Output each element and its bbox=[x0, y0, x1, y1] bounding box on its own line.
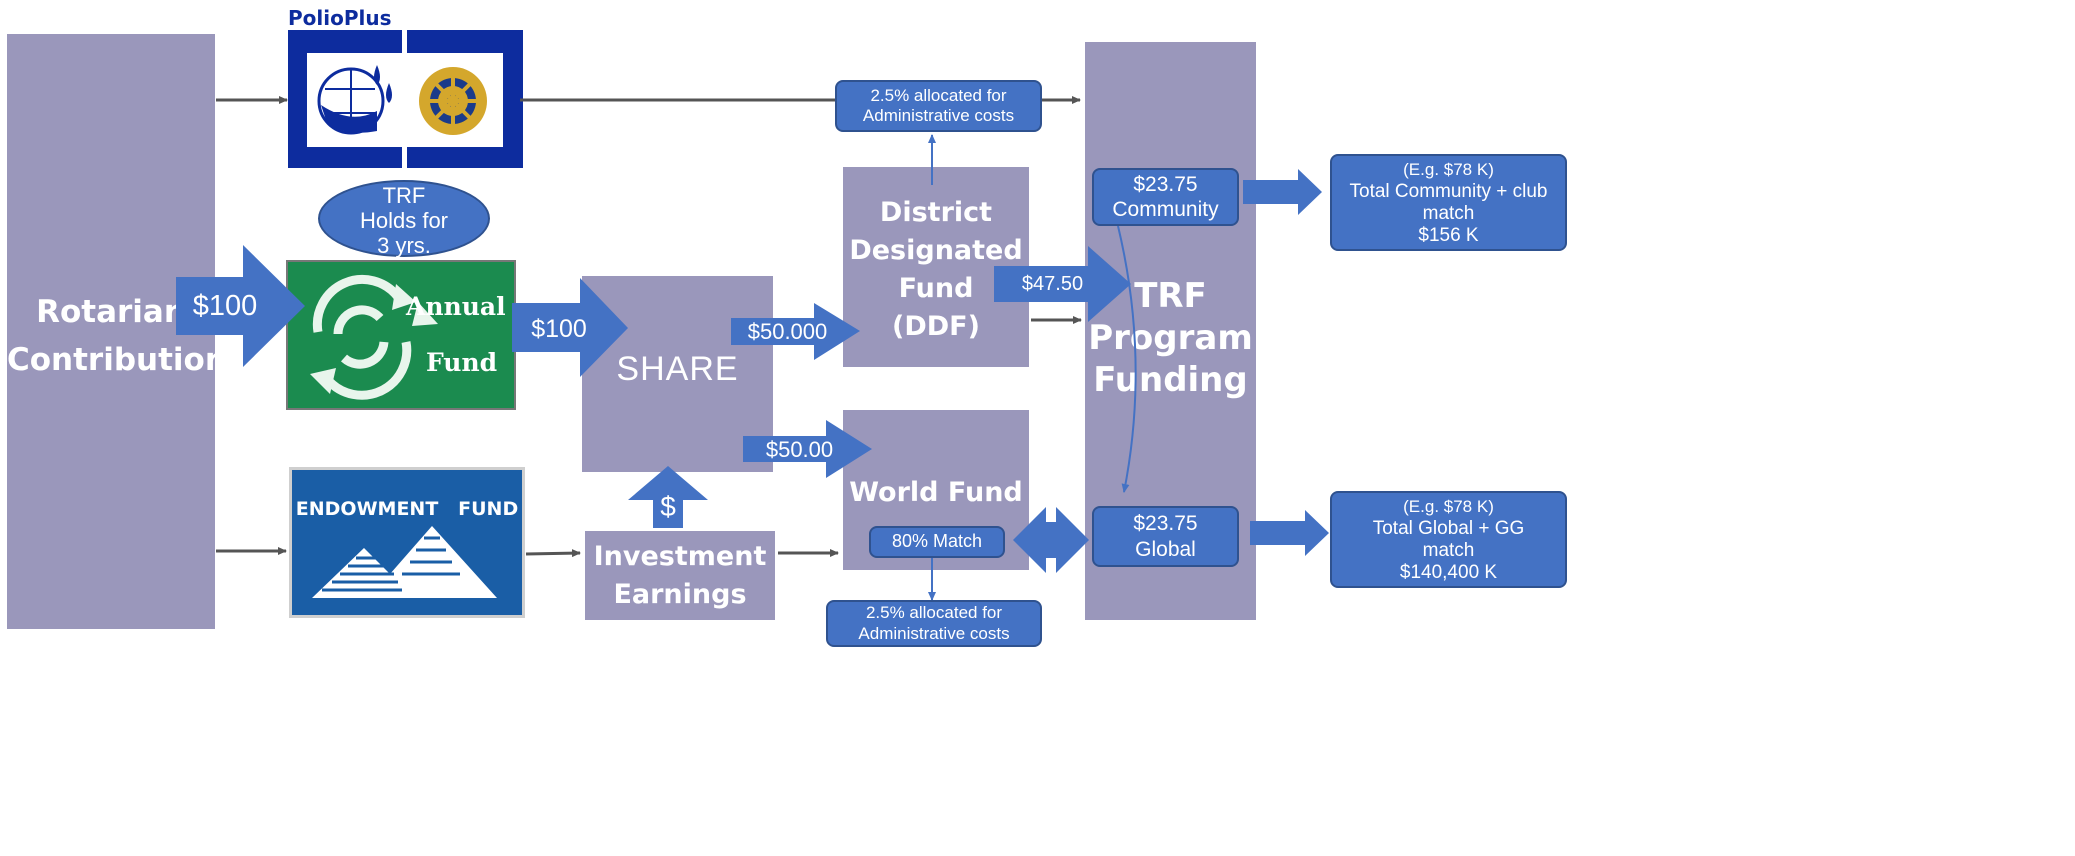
admin-bottom-line1: 2.5% allocated for bbox=[865, 603, 1003, 623]
arrow-investment-up bbox=[628, 466, 708, 528]
big-arrow-to-share bbox=[512, 278, 628, 377]
endowment-fund-logo: ENDOWMENT FUND bbox=[289, 467, 525, 618]
investment-earnings-block bbox=[585, 531, 775, 620]
community-result-box: (E.g. $78 K) Total Community + club matc… bbox=[1330, 154, 1567, 251]
global-label: Global bbox=[1135, 537, 1196, 561]
arrow-label-contribution: $100 bbox=[192, 289, 258, 322]
community-result-line4: $156 K bbox=[1418, 224, 1479, 246]
annual-fund-word1: Annual bbox=[406, 292, 506, 321]
arrow-to-global-result bbox=[1250, 510, 1329, 556]
admin-top-line2: Administrative costs bbox=[862, 106, 1015, 125]
arrow-label-investment-symbol: $ bbox=[660, 491, 676, 522]
arrow-label-ddf-to-trf: $47.50 bbox=[1021, 272, 1084, 295]
community-result-line1: (E.g. $78 K) bbox=[1403, 159, 1494, 179]
trf-holds-line3: 3 yrs. bbox=[377, 233, 431, 258]
ddf-line4: (DDF) bbox=[892, 311, 980, 342]
investment-line2: Earnings bbox=[613, 579, 747, 610]
investment-earnings-label: Investment Earnings bbox=[585, 538, 775, 614]
global-result-line3: match bbox=[1422, 539, 1475, 561]
polioplus-wordmark: PolioPlus bbox=[288, 6, 392, 30]
ddf-line1: District bbox=[879, 197, 993, 228]
rotarian-line1: Rotarian bbox=[36, 294, 186, 330]
community-label: Community bbox=[1112, 198, 1219, 221]
polioplus-logo: PolioPlus bbox=[285, 5, 525, 170]
connector-community-global-link bbox=[1112, 217, 1137, 493]
investment-line1: Investment bbox=[593, 541, 767, 572]
trf-holds-line1: TRF bbox=[382, 183, 426, 208]
global-box: $23.75 Global bbox=[1092, 506, 1239, 567]
arrow-label-to-share: $100 bbox=[531, 314, 587, 343]
trf-holds-line2: Holds for bbox=[359, 208, 449, 233]
admin-costs-top-box: 2.5% allocated for Administrative costs bbox=[835, 80, 1042, 132]
ddf-line2: Designated bbox=[849, 235, 1023, 266]
arrow-to-world bbox=[743, 420, 872, 478]
trf-holds-ellipse: TRF Holds for 3 yrs. bbox=[318, 180, 490, 258]
community-box: $23.75 Community bbox=[1092, 168, 1239, 226]
community-result-line3: match bbox=[1422, 202, 1475, 224]
rotarian-contributions-label: Rotarian Contributions bbox=[7, 288, 246, 384]
global-result-line1: (E.g. $78 K) bbox=[1403, 496, 1494, 516]
ddf-line3: Fund bbox=[898, 273, 974, 304]
arrow-ddf-to-trf bbox=[994, 246, 1131, 322]
global-result-box: (E.g. $78 K) Total Global + GG match $14… bbox=[1330, 491, 1567, 588]
ddf-label: District Designated Fund (DDF) bbox=[843, 194, 1029, 346]
share-block bbox=[582, 276, 773, 472]
admin-top-line1: 2.5% allocated for bbox=[870, 85, 1007, 105]
arrow-label-to-world: $50.00 bbox=[765, 437, 834, 462]
global-result-line2: Total Global + GG bbox=[1372, 517, 1525, 539]
arrow-to-ddf bbox=[731, 303, 860, 360]
rotarian-line2: Contributions bbox=[7, 342, 246, 378]
connector-endowment-to-investment bbox=[525, 549, 581, 558]
trf-program-line1: TRF bbox=[1134, 276, 1207, 316]
endowment-fund-title: ENDOWMENT FUND bbox=[295, 498, 519, 520]
community-result-line2: Total Community + club bbox=[1349, 180, 1548, 202]
global-amount: $23.75 bbox=[1133, 512, 1198, 536]
match-box: 80% Match bbox=[869, 526, 1005, 558]
arrow-to-community-result bbox=[1243, 169, 1322, 215]
mountains-icon bbox=[312, 526, 497, 598]
global-result-line4: $140,400 K bbox=[1399, 561, 1498, 583]
admin-bottom-line2: Administrative costs bbox=[858, 623, 1010, 643]
arrow-label-to-ddf: $50.000 bbox=[747, 319, 828, 344]
annual-fund-logo: Annual Fund bbox=[286, 260, 516, 410]
big-arrow-contribution bbox=[176, 245, 305, 367]
recycle-arrows-icon bbox=[310, 275, 438, 400]
share-label: SHARE bbox=[616, 350, 739, 388]
polioplus-emblem bbox=[288, 30, 523, 168]
world-fund-label: World Fund bbox=[849, 477, 1023, 508]
annual-fund-word2: Fund bbox=[426, 348, 498, 377]
community-amount: $23.75 bbox=[1133, 172, 1198, 196]
double-arrow-match-global bbox=[1013, 507, 1089, 573]
admin-costs-bottom-box: 2.5% allocated for Administrative costs bbox=[826, 600, 1042, 647]
